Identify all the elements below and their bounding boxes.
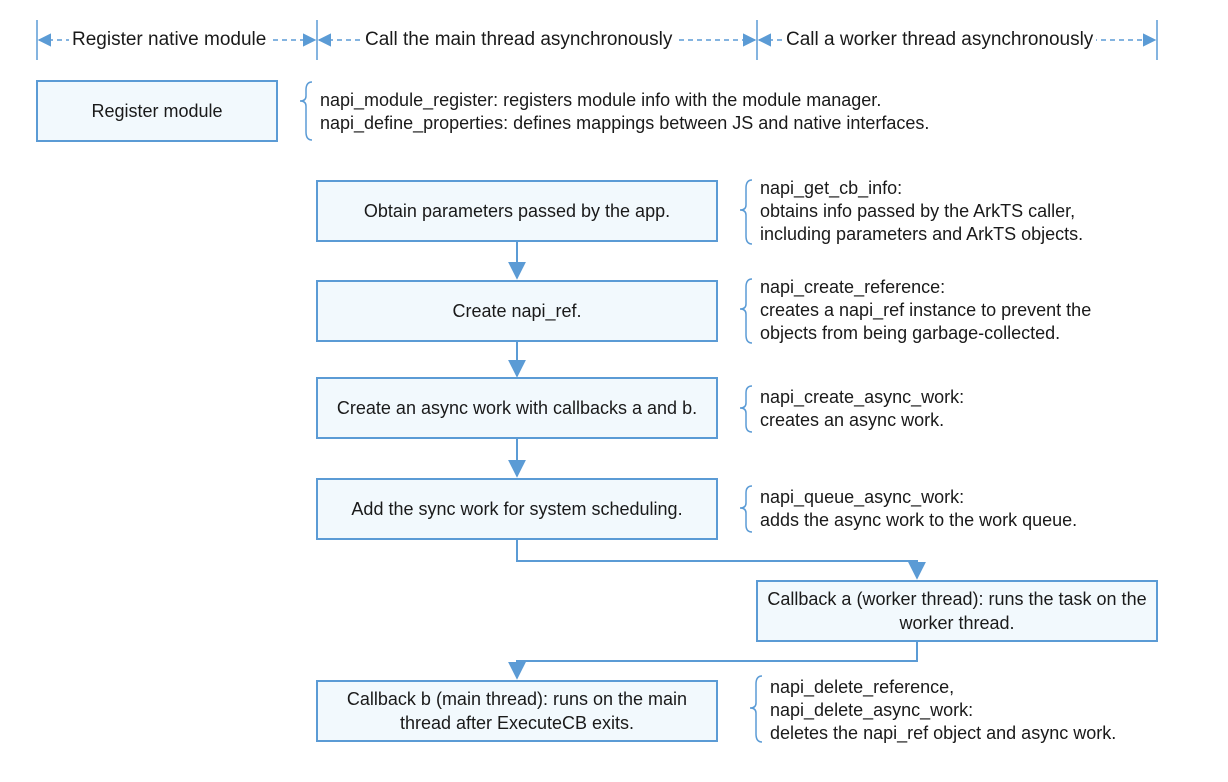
queue-async-work-note: napi_queue_async_work: adds the async wo… bbox=[760, 486, 1077, 532]
get-cb-info-note: napi_get_cb_info: obtains info passed by… bbox=[760, 177, 1083, 246]
note-brace bbox=[749, 675, 763, 743]
phase-label-register: Register native module bbox=[69, 29, 270, 51]
phase-label-worker-thread: Call a worker thread asynchronously bbox=[783, 29, 1097, 51]
note-line: napi_define_properties: defines mappings… bbox=[320, 113, 930, 133]
phase-label-main-thread: Call the main thread asynchronously bbox=[362, 29, 676, 51]
note-line: including parameters and ArkTS objects. bbox=[760, 224, 1084, 244]
flow-arrow bbox=[508, 641, 918, 680]
queue-async-work-box: Add the sync work for system scheduling. bbox=[316, 478, 718, 540]
note-line: creates an async work. bbox=[760, 410, 945, 430]
note-line: creates a napi_ref instance to prevent t… bbox=[760, 300, 1092, 320]
note-line: deletes the napi_ref object and async wo… bbox=[770, 723, 1117, 743]
flow-arrow bbox=[516, 539, 926, 580]
note-brace bbox=[739, 179, 753, 245]
create-napi-ref-box: Create napi_ref. bbox=[316, 280, 718, 342]
note-brace bbox=[299, 81, 313, 141]
note-line: objects from being garbage-collected. bbox=[760, 323, 1061, 343]
note-line: adds the async work to the work queue. bbox=[760, 510, 1078, 530]
note-line: obtains info passed by the ArkTS caller, bbox=[760, 201, 1076, 221]
callback-a-box: Callback a (worker thread): runs the tas… bbox=[756, 580, 1158, 642]
note-line: napi_module_register: registers module i… bbox=[320, 90, 882, 110]
create-async-work-box: Create an async work with callbacks a an… bbox=[316, 377, 718, 439]
note-brace bbox=[739, 485, 753, 533]
register-module-note: napi_module_register: registers module i… bbox=[320, 89, 929, 135]
register-module-box: Register module bbox=[36, 80, 278, 142]
create-reference-note: napi_create_reference: creates a napi_re… bbox=[760, 276, 1091, 345]
note-line: napi_delete_async_work: bbox=[770, 700, 974, 720]
note-line: napi_create_async_work: bbox=[760, 387, 965, 407]
create-async-work-note: napi_create_async_work: creates an async… bbox=[760, 386, 964, 432]
note-line: napi_get_cb_info: bbox=[760, 178, 903, 198]
note-brace bbox=[739, 278, 753, 344]
note-line: napi_queue_async_work: bbox=[760, 487, 965, 507]
note-line: napi_create_reference: bbox=[760, 277, 946, 297]
delete-reference-note: napi_delete_reference, napi_delete_async… bbox=[770, 676, 1116, 745]
callback-b-box: Callback b (main thread): runs on the ma… bbox=[316, 680, 718, 742]
obtain-parameters-box: Obtain parameters passed by the app. bbox=[316, 180, 718, 242]
note-brace bbox=[739, 385, 753, 433]
note-line: napi_delete_reference, bbox=[770, 677, 955, 697]
